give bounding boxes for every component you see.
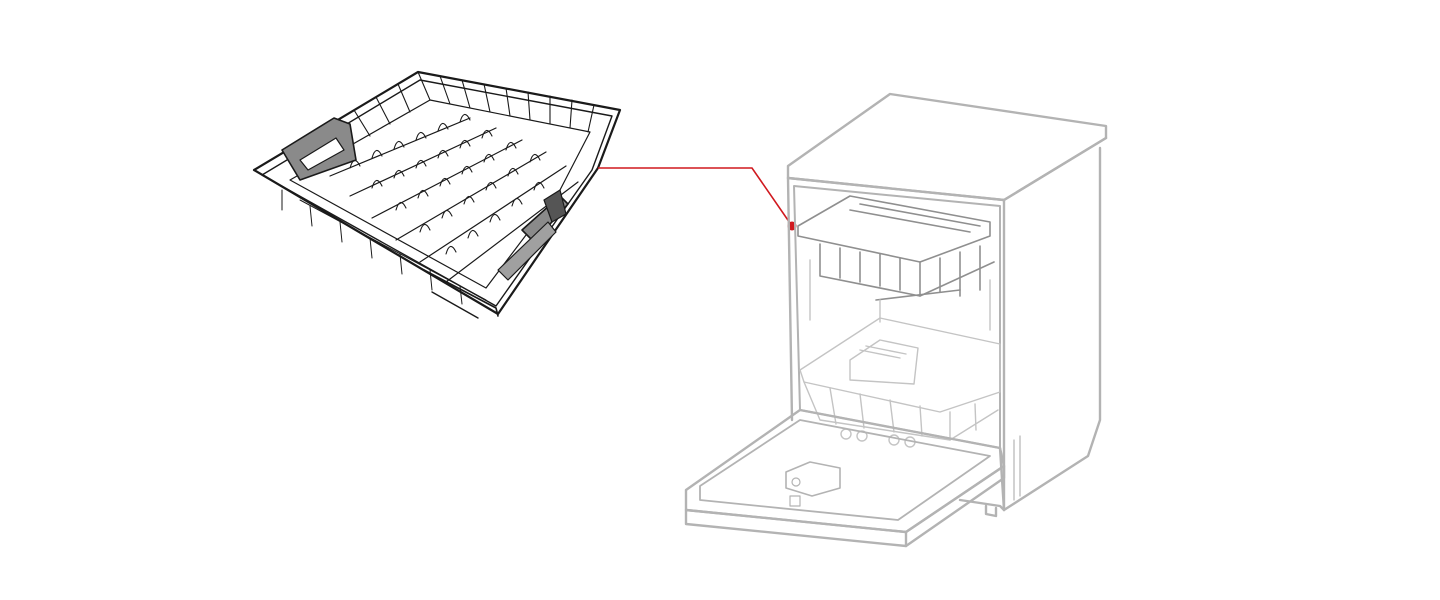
upper-rack-icon [252,70,622,319]
dishwasher-icon [684,92,1108,548]
callout-line [598,167,797,231]
